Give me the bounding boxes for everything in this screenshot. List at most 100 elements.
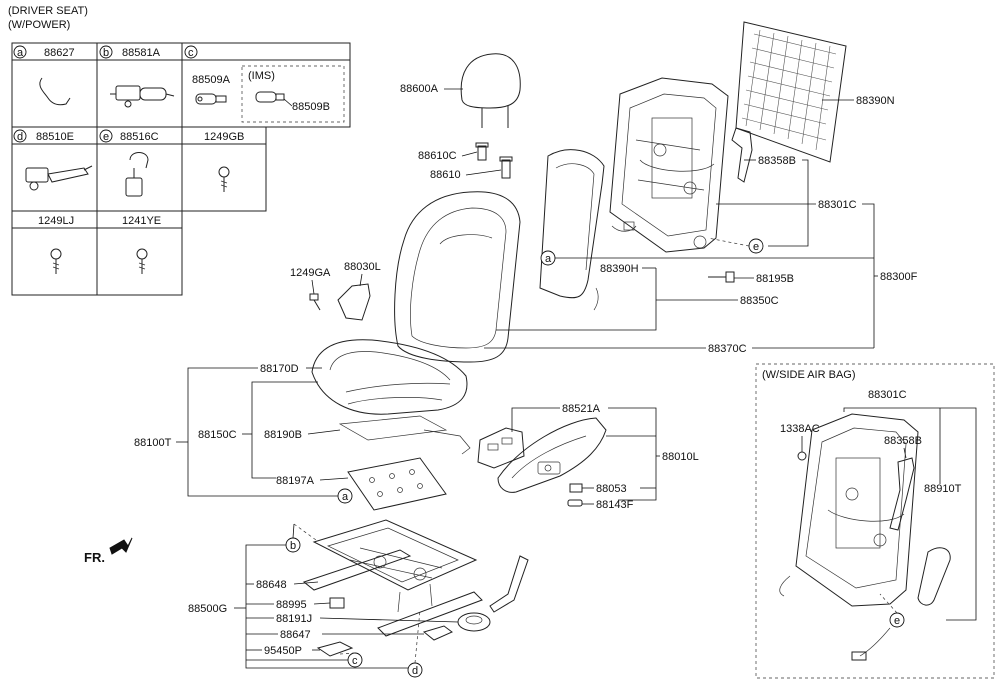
header-line1: (DRIVER SEAT) xyxy=(8,5,88,17)
label-88053: 88053 xyxy=(596,483,627,495)
legend-letter-c: c xyxy=(188,47,194,59)
label-88195B: 88195B xyxy=(756,273,794,285)
seat-cushion xyxy=(311,339,468,415)
legend-letter-a: a xyxy=(17,47,24,59)
label-88358B: 88358B xyxy=(758,155,796,167)
nut-1338AC xyxy=(797,451,807,461)
label-88500G: 88500G xyxy=(188,603,227,615)
label-95450P: 95450P xyxy=(264,645,302,657)
cushion-pad-88190B xyxy=(338,415,448,441)
switch-88521A xyxy=(477,427,525,469)
label-88197A: 88197A xyxy=(276,475,315,487)
cushion-wire xyxy=(423,429,471,455)
callout-a-text: a xyxy=(342,491,349,503)
callout-c-text: c xyxy=(352,655,358,667)
airbag-label-88910T: 88910T xyxy=(924,483,962,495)
screw-icon xyxy=(218,166,230,192)
label-88143F: 88143F xyxy=(596,499,634,511)
label-88150C: 88150C xyxy=(198,429,237,441)
airbag-callout-e-text: e xyxy=(894,615,900,627)
seatback-bracket xyxy=(731,127,753,183)
bracket-88647 xyxy=(422,625,453,641)
label-88301C: 88301C xyxy=(818,199,857,211)
legend-part-88509A: 88509A xyxy=(192,74,231,86)
headrest-guide-88610 xyxy=(499,156,513,179)
airbag-title: (W/SIDE AIR BAG) xyxy=(762,369,856,381)
legend-ims-label: (IMS) xyxy=(248,70,275,82)
side-airbag-module xyxy=(917,547,951,606)
label-88390N: 88390N xyxy=(856,95,895,107)
label-88995: 88995 xyxy=(276,599,307,611)
label-88300F: 88300F xyxy=(880,271,918,283)
module-88995 xyxy=(329,597,345,609)
label-88191J: 88191J xyxy=(276,613,312,625)
label-88647: 88647 xyxy=(280,629,311,641)
label-88648: 88648 xyxy=(256,579,287,591)
label-88350C: 88350C xyxy=(740,295,779,307)
screw-1249GA xyxy=(309,293,321,311)
headrest xyxy=(460,53,521,128)
header-line2: (W/POWER) xyxy=(8,19,70,31)
seatback-rear-panel xyxy=(539,149,605,299)
legend-part-1249GB: 1249GB xyxy=(204,131,244,143)
legend-part-88581A: 88581A xyxy=(122,47,161,59)
legend-part-1249LJ: 1249LJ xyxy=(38,215,74,227)
label-88030L: 88030L xyxy=(344,261,381,273)
callout-d-text: d xyxy=(412,665,418,677)
recliner-motor-icon xyxy=(25,165,93,191)
label-88370C: 88370C xyxy=(708,343,747,355)
label-88100T: 88100T xyxy=(134,437,172,449)
legend-part-88627: 88627 xyxy=(44,47,75,59)
front-arrow-icon xyxy=(109,537,133,555)
callout-a-text: a xyxy=(545,253,552,265)
knob-88053 xyxy=(569,483,583,493)
seat-track-frame xyxy=(302,519,483,637)
label-88610C: 88610C xyxy=(418,150,457,162)
front-indicator: FR. xyxy=(84,550,105,565)
label-88610: 88610 xyxy=(430,169,461,181)
legend-circle-e xyxy=(99,129,113,143)
callout-e-text: e xyxy=(753,241,759,253)
legend-letter-e: e xyxy=(103,131,109,143)
side-shield-88010L xyxy=(497,417,607,493)
ecu-95450P xyxy=(316,641,354,657)
spring-mat xyxy=(735,21,847,163)
screw-icon xyxy=(136,248,148,274)
label-88190B: 88190B xyxy=(264,429,302,441)
seatback-cushion xyxy=(394,191,521,363)
side-airbag-box: (W/SIDE AIR BAG) 88301C 1338AC 88358B 88… xyxy=(755,363,995,679)
legend-part-88509B: 88509B xyxy=(292,101,330,113)
airbag-label-88358B: 88358B xyxy=(884,435,922,447)
headrest-guide-88610C xyxy=(475,142,489,161)
callout-b-text: b xyxy=(290,540,296,552)
side-cover-88030L xyxy=(337,283,371,321)
label-88170D: 88170D xyxy=(260,363,299,375)
pad-wire xyxy=(593,287,599,311)
ims-motor-icon xyxy=(255,91,293,107)
small-motor-icon xyxy=(195,93,227,105)
legend-part-88516C: 88516C xyxy=(120,131,159,143)
label-88600A: 88600A xyxy=(400,83,439,95)
legend-circle-b xyxy=(99,45,113,59)
legend-part-1241YE: 1241YE xyxy=(122,215,161,227)
label-88390H: 88390H xyxy=(600,263,639,275)
connector-clip-icon xyxy=(125,152,149,197)
motor-assembly-icon xyxy=(110,85,175,108)
legend-circle-d xyxy=(13,129,27,143)
legend-circle-a xyxy=(13,45,27,59)
label-1249GA: 1249GA xyxy=(290,267,331,279)
legend-circle-c xyxy=(184,45,198,59)
seat-pan-88197A xyxy=(347,457,447,511)
bolt-88195B xyxy=(708,271,735,283)
height-pump-88191J xyxy=(457,612,491,632)
legend-letter-d: d xyxy=(17,131,23,143)
legend-table: a 88627 b 88581A c 88509A (IMS) 88509B xyxy=(11,42,351,296)
label-88010L: 88010L xyxy=(662,451,699,463)
label-88521A: 88521A xyxy=(562,403,601,415)
wire-clip-icon xyxy=(39,77,71,106)
legend-part-88510E: 88510E xyxy=(36,131,74,143)
legend-letter-b: b xyxy=(103,47,109,59)
screw-icon xyxy=(50,248,62,274)
airbag-label-88301C: 88301C xyxy=(868,389,907,401)
